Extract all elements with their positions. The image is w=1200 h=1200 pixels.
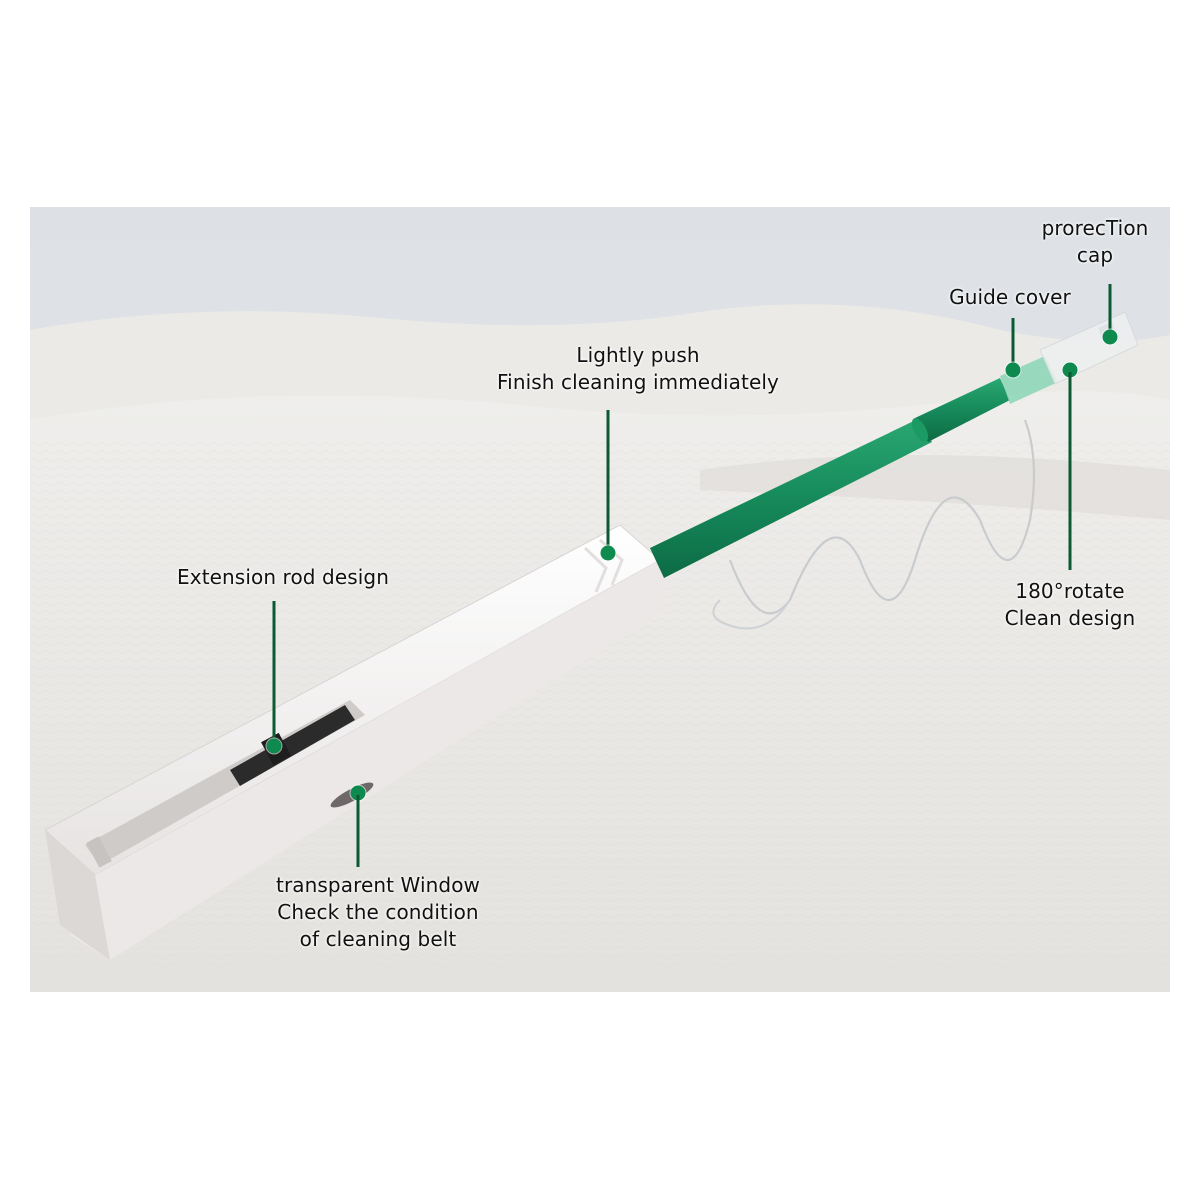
callout-extension-rod-label: Extension rod design [177,565,389,589]
callout-dot-rotate [1062,362,1078,378]
callout-dot-transparent-window [350,785,366,801]
callout-rotate-label: 180°rotate Clean design [1004,579,1136,630]
green-shaft [650,378,1010,578]
callout-guide-cover-label: Guide cover [949,285,1071,309]
callout-transparent-window-label: transparent Window Check the condition o… [276,873,480,951]
callout-protection-cap-label: prorecTion cap [1041,216,1149,267]
pen-body [44,524,665,960]
product-photo-panel: prorecTion cap Guide cover 180°rotate Cl… [30,207,1170,992]
callout-dot-guide-cover [1005,362,1021,378]
callout-line-lightly-push [606,410,610,552]
callout-lightly-push-label: Lightly push Finish cleaning immediately [497,343,779,394]
callout-line-rotate [1068,372,1072,570]
callout-dot-extension-rod [266,738,282,754]
callout-line-guide-cover [1011,318,1015,370]
extension-rod-slider [230,705,355,786]
callout-dot-protection-cap [1102,329,1118,345]
cleaning-belt-loops [728,419,1036,615]
callout-line-transparent-window [356,795,360,867]
callout-dot-lightly-push [600,545,616,561]
callout-line-extension-rod [272,601,276,746]
cleaner-pen-illustration [30,207,1170,992]
callout-line-protection-cap [1108,284,1112,336]
